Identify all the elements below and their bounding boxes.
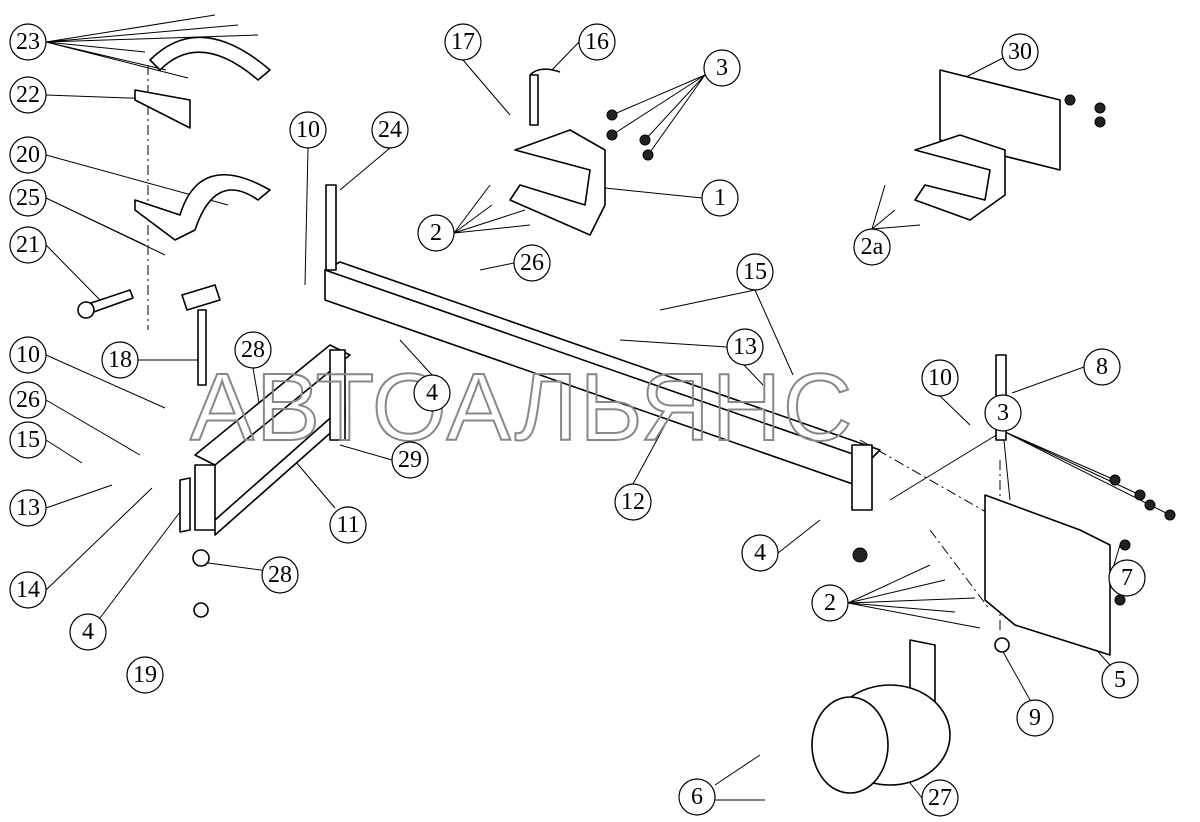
- callout: 4: [741, 534, 779, 572]
- svg-text:30: 30: [1008, 39, 1032, 65]
- svg-text:25: 25: [16, 185, 40, 211]
- callout: 1: [701, 179, 739, 217]
- callout: 29: [391, 441, 429, 479]
- svg-text:5: 5: [1114, 667, 1126, 693]
- callout: 15: [9, 421, 47, 459]
- callout: 6: [678, 778, 716, 816]
- callout: 14: [9, 571, 47, 609]
- svg-text:26: 26: [16, 387, 40, 413]
- svg-text:28: 28: [268, 562, 292, 588]
- callout: 30: [1001, 33, 1039, 71]
- svg-text:2: 2: [430, 220, 442, 246]
- post-beam: [851, 444, 873, 511]
- parts: [77, 36, 1176, 794]
- svg-text:1: 1: [714, 185, 726, 211]
- callout: 26: [9, 381, 47, 419]
- callout: 18: [101, 341, 139, 379]
- svg-text:28: 28: [241, 337, 265, 363]
- svg-text:3: 3: [716, 55, 728, 81]
- callout: 10: [9, 336, 47, 374]
- callout: 12: [614, 483, 652, 521]
- svg-text:2a: 2a: [861, 234, 884, 260]
- svg-text:7: 7: [1121, 565, 1133, 591]
- callout: 3: [984, 394, 1022, 432]
- callout: 4: [413, 374, 451, 412]
- svg-text:12: 12: [621, 489, 645, 515]
- svg-text:15: 15: [743, 259, 767, 285]
- svg-text:14: 14: [16, 577, 40, 603]
- svg-text:10: 10: [296, 117, 320, 143]
- callout: 13: [726, 328, 764, 366]
- svg-text:22: 22: [16, 82, 40, 108]
- svg-text:4: 4: [426, 380, 438, 406]
- svg-text:8: 8: [1096, 354, 1108, 380]
- callout: 24: [371, 111, 409, 149]
- svg-text:27: 27: [928, 785, 952, 811]
- callout: 9: [1016, 699, 1054, 737]
- bracket-2a: [914, 134, 1006, 221]
- callout: 11: [329, 506, 367, 544]
- callout: 21: [9, 226, 47, 264]
- svg-text:23: 23: [16, 29, 40, 55]
- svg-text:6: 6: [691, 784, 703, 810]
- svg-text:10: 10: [16, 342, 40, 368]
- svg-text:3: 3: [997, 400, 1009, 426]
- svg-text:26: 26: [520, 250, 544, 276]
- callouts: 23 22 20 25 21 10 26 15 13 14 4 19 28 18…: [9, 23, 1146, 817]
- pin-16: [529, 68, 561, 126]
- pin-24: [325, 184, 337, 271]
- callout: 28: [261, 556, 299, 594]
- callout: 15: [736, 253, 774, 291]
- clamp-22: [134, 36, 271, 129]
- svg-text:21: 21: [16, 232, 40, 258]
- callout: 2: [417, 214, 455, 252]
- callout: 4: [69, 613, 107, 651]
- callout: 7: [1108, 559, 1146, 597]
- svg-text:10: 10: [928, 365, 952, 391]
- callout: 26: [513, 244, 551, 282]
- callout: 23: [9, 23, 47, 61]
- callout: 2a: [853, 228, 891, 266]
- svg-text:16: 16: [585, 29, 609, 55]
- callout: 28: [234, 331, 272, 369]
- svg-text:24: 24: [378, 117, 402, 143]
- svg-text:18: 18: [108, 347, 132, 373]
- callout: 19: [126, 656, 164, 694]
- svg-text:13: 13: [16, 495, 40, 521]
- svg-text:19: 19: [133, 662, 157, 688]
- svg-text:4: 4: [82, 619, 94, 645]
- svg-text:29: 29: [398, 447, 422, 473]
- callout: 25: [9, 179, 47, 217]
- bracket-11: [329, 349, 346, 441]
- callout: 17: [444, 23, 482, 61]
- svg-text:9: 9: [1029, 705, 1041, 731]
- callout: 13: [9, 489, 47, 527]
- callout: 22: [9, 76, 47, 114]
- callout: 8: [1083, 348, 1121, 386]
- clamp-20: [134, 174, 271, 241]
- bracket-1: [509, 129, 606, 236]
- svg-text:20: 20: [16, 142, 40, 168]
- callout: 20: [9, 136, 47, 174]
- watermark: АВТОАЛЬЯНС: [190, 354, 854, 461]
- svg-text:2: 2: [824, 590, 836, 616]
- svg-text:11: 11: [336, 512, 359, 538]
- svg-text:17: 17: [451, 29, 475, 55]
- callout: 2: [811, 584, 849, 622]
- svg-text:15: 15: [16, 427, 40, 453]
- callout: 16: [578, 23, 616, 61]
- pin-18: [181, 284, 221, 386]
- plate-5: [984, 494, 1111, 656]
- svg-text:4: 4: [754, 540, 766, 566]
- callout: 10: [289, 111, 327, 149]
- callout: 3: [703, 49, 741, 87]
- svg-text:13: 13: [733, 334, 757, 360]
- callout: 10: [921, 359, 959, 397]
- callout: 27: [921, 779, 959, 817]
- callout: 5: [1101, 661, 1139, 699]
